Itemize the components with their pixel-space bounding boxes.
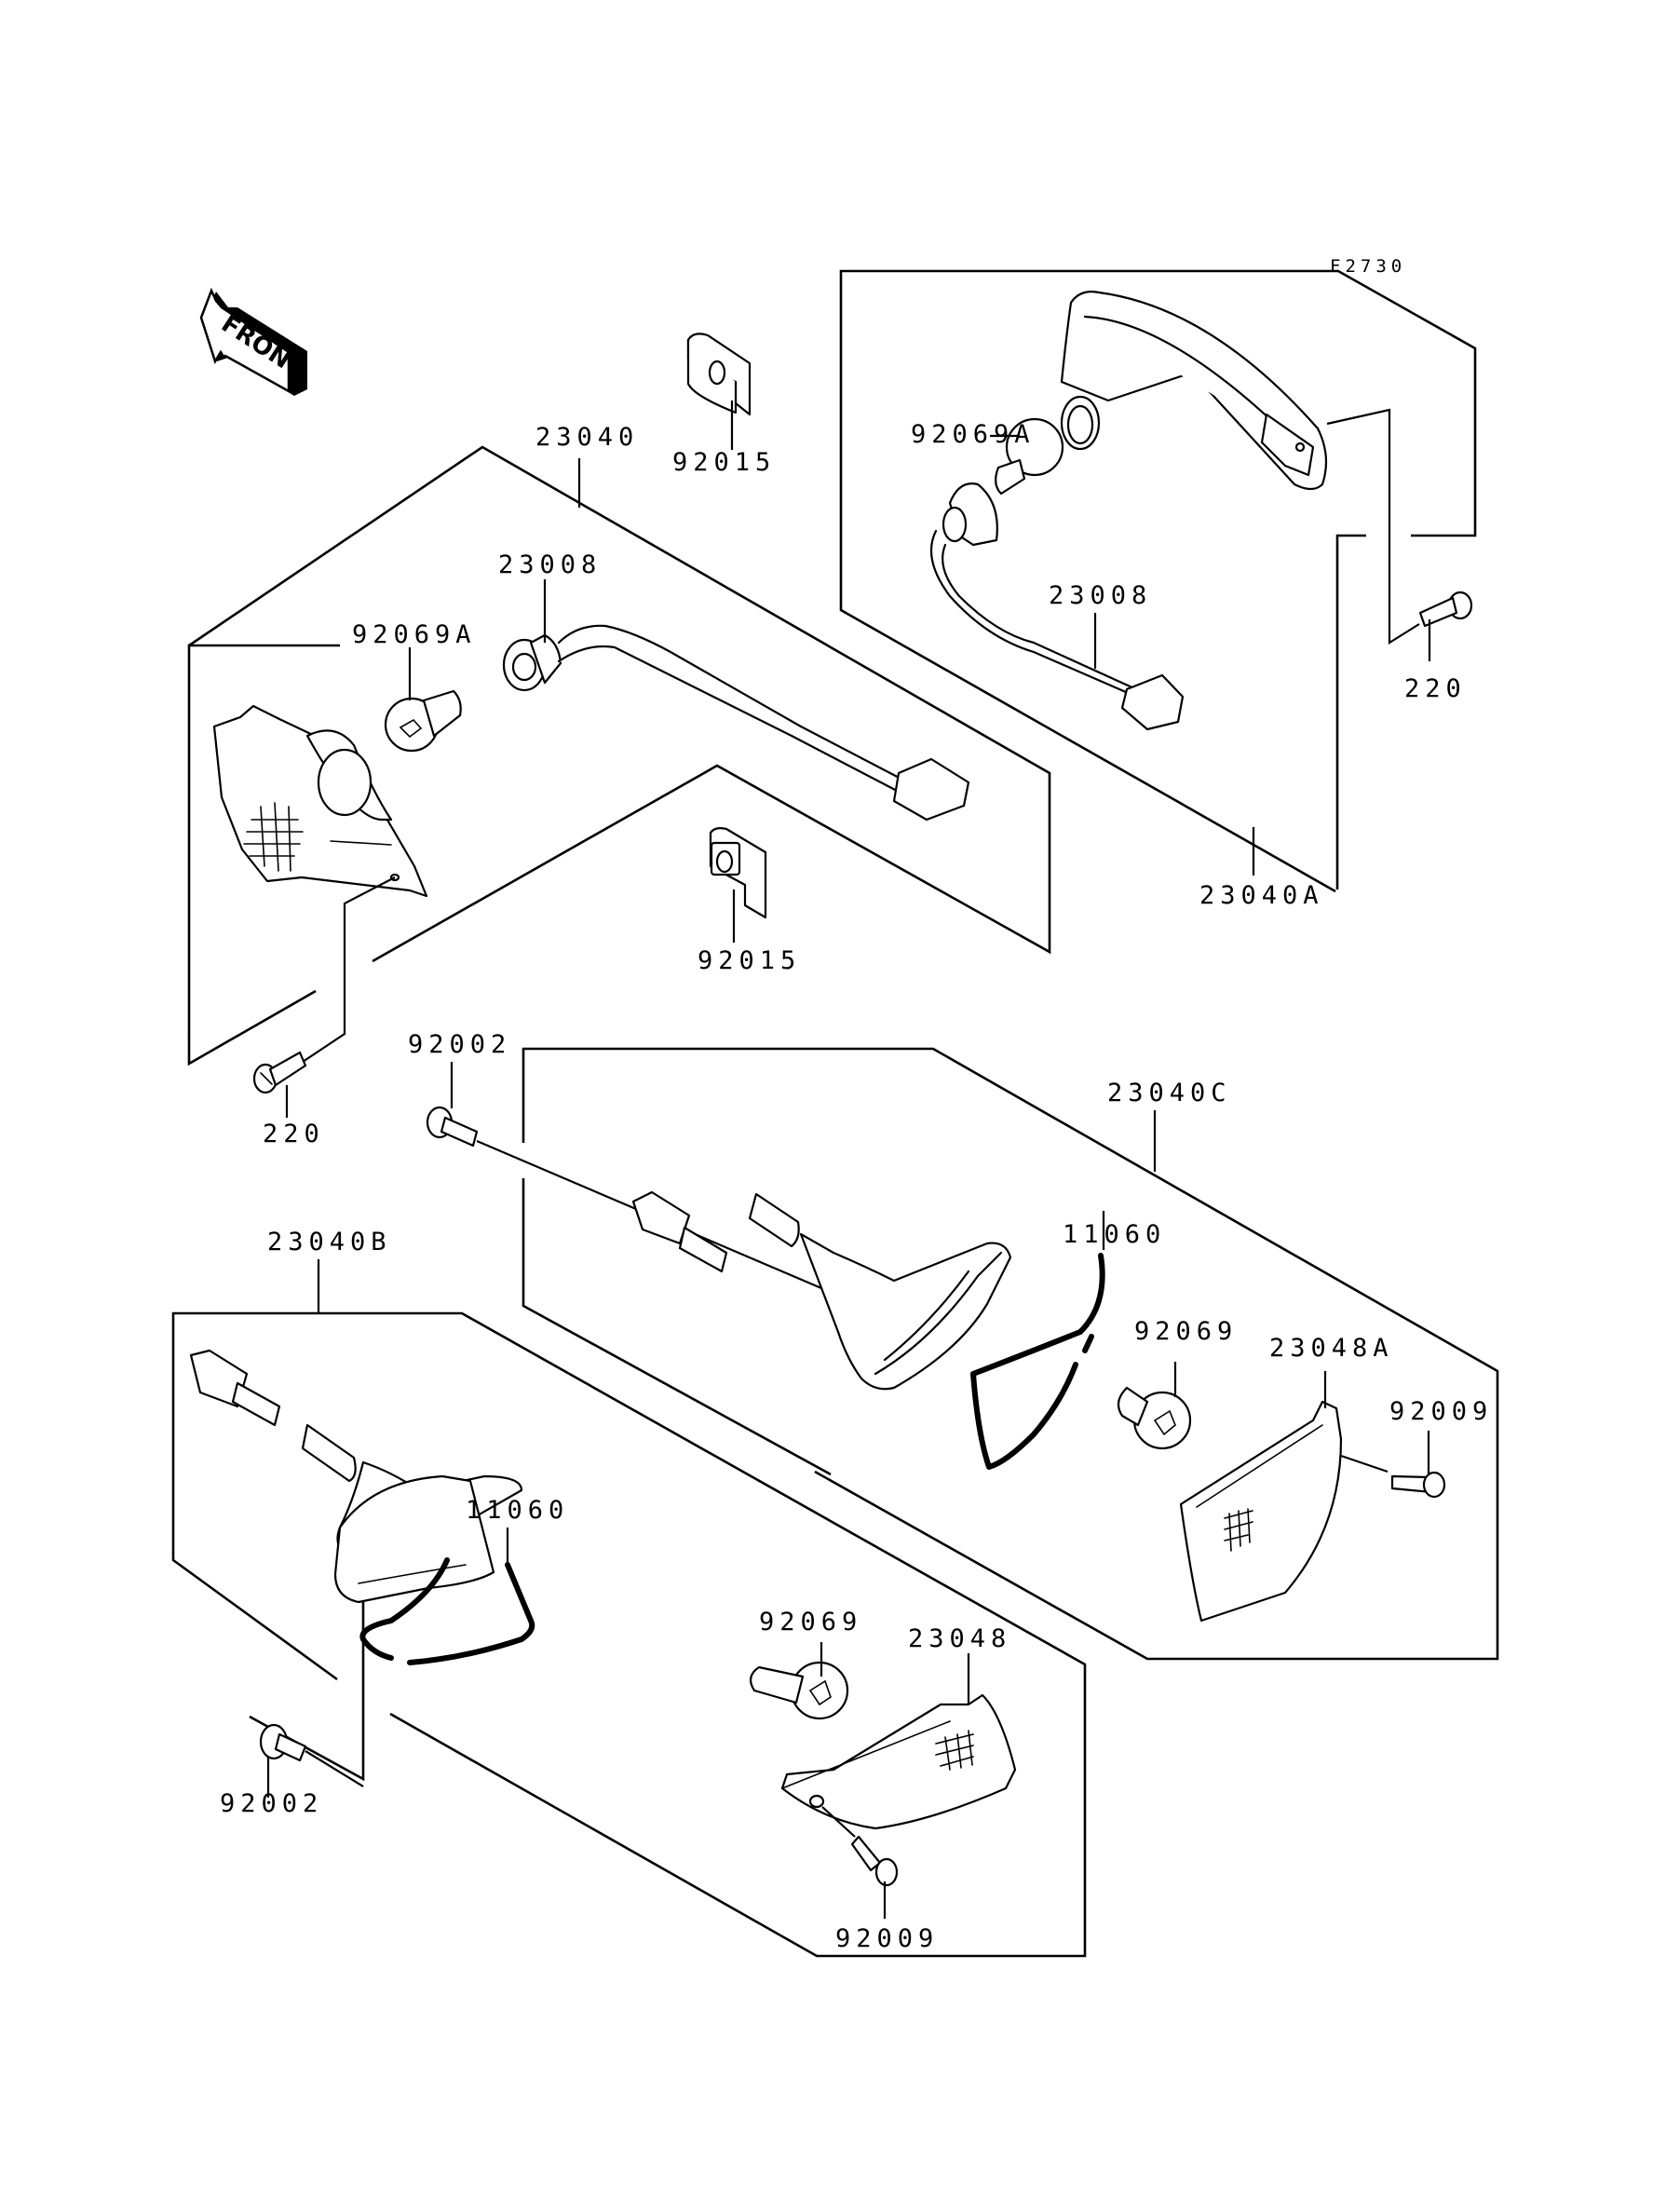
turn-signal-lens-icon [212, 704, 428, 898]
label-23008-left: 23008 [498, 550, 602, 579]
label-92069-mid: 92069 [1134, 1317, 1238, 1346]
turn-signal-housing-icon [189, 1349, 523, 1604]
socket-harness-icon [502, 624, 970, 822]
label-23040b: 23040B [267, 1228, 392, 1256]
label-92009-mid: 92009 [1389, 1397, 1493, 1426]
bulb-icon [1117, 1386, 1192, 1450]
flange-bolt-icon [426, 1106, 479, 1148]
label-11060-low: 11060 [466, 1496, 569, 1525]
bulb-icon [749, 1661, 849, 1720]
label-92069a-right: 92069A [911, 420, 1036, 449]
clip-nut-top: 92015 [672, 333, 776, 477]
label-23040a: 23040A [1199, 881, 1324, 910]
assembly-23040-outline [187, 644, 340, 1066]
assembly-23040a-outline [839, 269, 1477, 893]
clip-nut-icon [709, 827, 767, 919]
tail-lamp-housing-icon [1060, 291, 1328, 491]
assembly-23040c: 23040C 92002 11060 [408, 1030, 1499, 1661]
label-23040c: 23040C [1107, 1079, 1232, 1107]
turn-signal-lens-icon [1179, 1400, 1343, 1623]
screw-icon [252, 1051, 307, 1094]
turn-signal-housing-icon [631, 1190, 1012, 1391]
label-92069-low: 92069 [759, 1608, 862, 1636]
assembly-23040c-outline [522, 1047, 1499, 1661]
turn-signal-lens-icon [780, 1693, 1017, 1830]
assembly-23040b: 23040B 11060 92069 [171, 1228, 1087, 1958]
label-92009-low: 92009 [835, 1924, 939, 1953]
assembly-23040: 23040 92069A [187, 423, 1051, 1148]
bulb-icon [384, 689, 462, 753]
label-220-left: 220 [263, 1120, 325, 1148]
label-11060-mid: 11060 [1063, 1220, 1166, 1249]
screw-icon [1418, 591, 1473, 628]
screw-icon [850, 1835, 899, 1887]
label-23040: 23040 [535, 423, 639, 452]
label-23048a: 23048A [1269, 1334, 1394, 1363]
label-92069a-left: 92069A [352, 620, 477, 649]
bulb-icon [995, 417, 1064, 496]
label-23048: 23048 [908, 1624, 1011, 1653]
label-92015-mid: 92015 [698, 946, 801, 975]
label-92002-mid: 92002 [408, 1030, 511, 1059]
assembly-23040a: 23040A 92069A 23008 [839, 269, 1477, 910]
gasket-icon [970, 1253, 1105, 1470]
socket-harness-icon [929, 482, 1185, 731]
label-220-right: 220 [1404, 674, 1467, 703]
front-arrow-icon: FRONT [199, 287, 309, 396]
label-92002-low: 92002 [220, 1789, 323, 1818]
clip-nut-icon [686, 333, 752, 416]
diagram-id: F2730 [1330, 256, 1406, 277]
gasket-icon [359, 1557, 535, 1665]
label-92015-top: 92015 [672, 448, 776, 477]
flange-bolt-icon [259, 1723, 307, 1762]
label-23008-right: 23008 [1049, 581, 1152, 610]
screw-icon [1390, 1471, 1446, 1499]
assembly-23040b-outline [171, 1311, 1087, 1958]
